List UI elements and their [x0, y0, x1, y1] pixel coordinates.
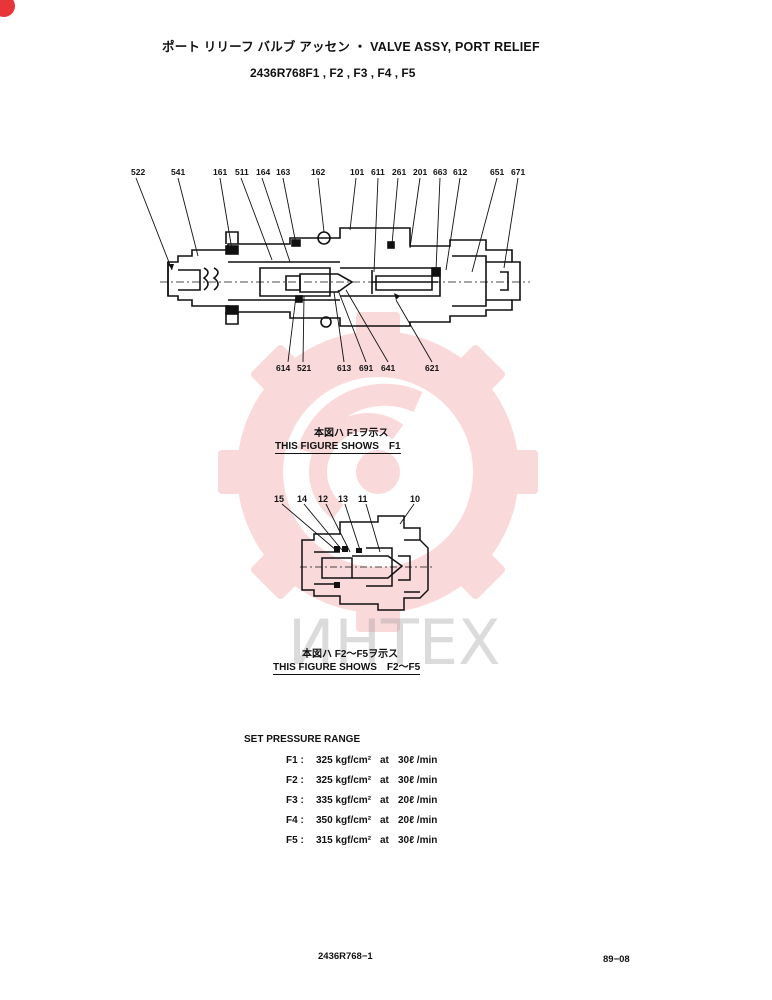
label-671: 671 [511, 167, 526, 177]
row-pressure: 350 kgf/cm² [316, 815, 372, 826]
label-163: 163 [276, 167, 291, 177]
label-641: 641 [381, 363, 396, 373]
row-pressure: 315 kgf/cm² [316, 835, 372, 846]
label-101: 101 [350, 167, 365, 177]
watermark-text: ИНТЕХ [288, 606, 501, 679]
label-522: 522 [131, 167, 146, 177]
drawing-date: 89−08 [603, 954, 630, 965]
label-15: 15 [274, 494, 285, 504]
label-10: 10 [410, 494, 421, 504]
label-13: 13 [338, 494, 349, 504]
corner-mark-icon [0, 0, 15, 17]
set-pressure-row: F5 : 315 kgf/cm² at 30ℓ /min [286, 835, 437, 846]
label-14: 14 [297, 494, 308, 504]
row-pressure: 335 kgf/cm² [316, 795, 372, 806]
row-model: F4 : [286, 815, 304, 826]
label-541: 541 [171, 167, 186, 177]
label-161: 161 [213, 167, 228, 177]
row-model: F2 : [286, 775, 304, 786]
row-model: F5 : [286, 835, 304, 846]
label-521: 521 [297, 363, 312, 373]
label-261: 261 [392, 167, 407, 177]
row-flow: 30ℓ /min [398, 835, 438, 846]
row-at: at [380, 755, 389, 766]
set-pressure-row: F3 : 335 kgf/cm² at 20ℓ /min [286, 795, 437, 806]
label-11: 11 [358, 494, 368, 504]
row-at: at [380, 775, 389, 786]
row-pressure: 325 kgf/cm² [316, 755, 372, 766]
label-614: 614 [276, 363, 291, 373]
label-613: 613 [337, 363, 352, 373]
set-pressure-title: SET PRESSURE RANGE [244, 734, 361, 745]
part-numbers: 2436R768F1 , F2 , F3 , F4 , F5 [250, 66, 416, 80]
label-12: 12 [318, 494, 329, 504]
row-flow: 30ℓ /min [398, 755, 438, 766]
row-flow: 30ℓ /min [398, 775, 438, 786]
label-663: 663 [433, 167, 448, 177]
label-511: 511 [235, 167, 249, 177]
row-at: at [380, 815, 389, 826]
row-at: at [380, 835, 389, 846]
set-pressure-row: F1 : 325 kgf/cm² at 30ℓ /min [286, 755, 437, 766]
set-pressure-row: F4 : 350 kgf/cm² at 20ℓ /min [286, 815, 437, 826]
row-pressure: 325 kgf/cm² [316, 775, 372, 786]
label-201: 201 [413, 167, 428, 177]
label-162: 162 [311, 167, 326, 177]
figure2-caption-en: THIS FIGURE SHOWS F2～F5 [273, 658, 421, 675]
figure1-caption-jp: 本図ハ F1ヲ示ス [314, 428, 389, 439]
label-612: 612 [453, 167, 468, 177]
label-611: 611 [371, 167, 385, 177]
figure1-caption-en: THIS FIGURE SHOWS F1 [275, 437, 401, 454]
watermark-gear-icon [218, 312, 538, 632]
set-pressure-row: F2 : 325 kgf/cm² at 30ℓ /min [286, 775, 437, 786]
page-title: ポート リリーフ バルブ アッセン ・ VALVE ASSY, PORT REL… [162, 40, 540, 54]
label-164: 164 [256, 167, 271, 177]
label-621: 621 [425, 363, 440, 373]
row-at: at [380, 795, 389, 806]
label-691: 691 [359, 363, 374, 373]
drawing-number: 2436R768−1 [318, 951, 373, 962]
row-flow: 20ℓ /min [398, 795, 438, 806]
row-flow: 20ℓ /min [398, 815, 438, 826]
label-651: 651 [490, 167, 505, 177]
row-model: F3 : [286, 795, 304, 806]
figure2-caption-jp: 本図ハ F2～F5ヲ示ス [302, 649, 399, 660]
row-model: F1 : [286, 755, 304, 766]
